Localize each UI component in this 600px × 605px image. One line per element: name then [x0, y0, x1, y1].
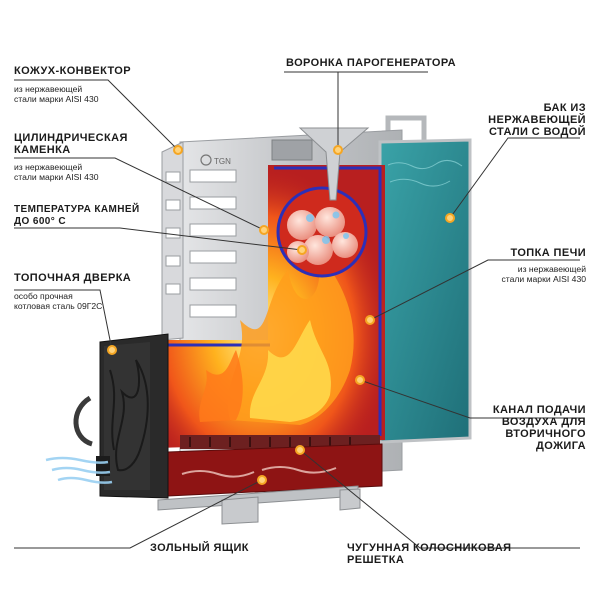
fire-door [73, 333, 169, 499]
air-intake-icon [45, 456, 113, 484]
chimney-stub [271, 139, 313, 161]
brand-logo: TGN [200, 154, 231, 166]
water-ripples [387, 160, 463, 187]
tank-handle [385, 115, 427, 140]
label-casing-title: КОЖУХ-КОНВЕКТОР [14, 65, 132, 77]
water-droplets [306, 211, 349, 244]
label-grate: ЧУГУННАЯ КОЛОСНИКОВАЯ РЕШЕТКА [347, 542, 512, 566]
label-ash-box: ЗОЛЬНЫЙ ЯЩИК [150, 542, 249, 554]
label-door: ТОПОЧНАЯ ДВЕРКА [14, 272, 132, 284]
marker-dot-icon [107, 145, 455, 485]
steam-funnel [298, 127, 370, 201]
label-firebox-sub: из нержавеющей стали марки AISI 430 [501, 264, 587, 284]
label-funnel: ВОРОНКА ПАРОГЕНЕРАТОРА [286, 57, 456, 69]
label-heater-sub: из нержавеющей стали марки AISI 430 [14, 162, 99, 182]
label-temperature: ТЕМПЕРАТУРА КАМНЕЙ ДО 600° С [14, 204, 140, 227]
leg-right [339, 488, 361, 511]
door-handle [73, 395, 93, 447]
label-heater: ЦИЛИНДРИЧЕСКАЯ КАМЕНКА [14, 132, 128, 156]
leg-left [221, 496, 259, 525]
label-firebox: ТОПКА ПЕЧИ [510, 247, 586, 259]
svg-text:TGN: TGN [214, 157, 231, 166]
air-channel-outline [274, 166, 382, 436]
air-flow-icon [181, 466, 337, 478]
label-door-sub: особо прочная котловая сталь 09Г2С [14, 291, 103, 311]
label-casing-sub: из нержавеющей стали марки AISI 430 [14, 84, 99, 104]
convection-slots [165, 169, 237, 318]
label-casing: КОЖУХ-КОНВЕКТОР [14, 65, 131, 77]
label-air-channel: КАНАЛ ПОДАЧИ ВОЗДУХА ДЛЯ ВТОРИЧНОГО ДОЖИ… [492, 404, 586, 452]
leader-lines [14, 71, 580, 549]
flame-tongues [199, 250, 354, 425]
label-tank: БАК ИЗ НЕРЖАВЕЮЩЕЙ СТАЛИ С ВОДОЙ [488, 102, 586, 138]
